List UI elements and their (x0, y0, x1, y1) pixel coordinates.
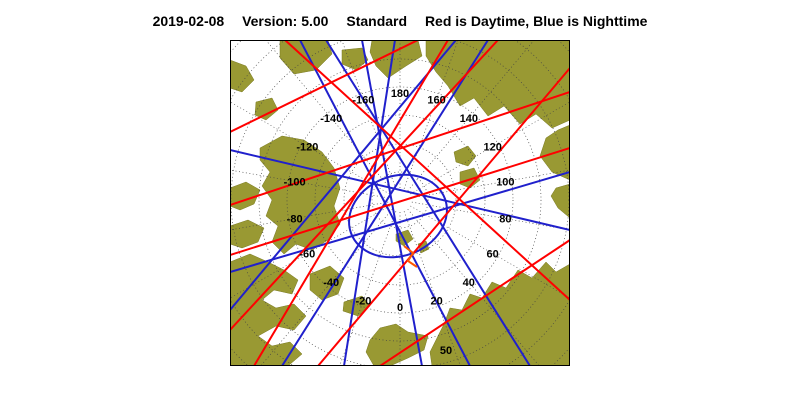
title-version: Version: 5.00 (242, 13, 329, 29)
night-track (325, 40, 531, 366)
plot-title: 2019-02-08 Version: 5.00 Standard Red is… (0, 13, 800, 29)
land-polygon (369, 40, 423, 79)
night-track (281, 40, 489, 366)
spacecraft-marker (403, 245, 418, 268)
longitude-line (403, 40, 459, 189)
longitude-label: -100 (284, 176, 306, 188)
night-track (230, 171, 570, 273)
night-track (230, 149, 570, 231)
land-polygon (230, 59, 255, 93)
land-polygon (254, 97, 279, 121)
day-track (230, 40, 499, 331)
map-border (230, 40, 570, 366)
day-track (379, 239, 570, 366)
longitude-label: -40 (323, 277, 339, 289)
latitude-circle (258, 58, 542, 342)
land-polygon (453, 145, 477, 167)
land-polygon (425, 40, 570, 129)
longitude-label: 120 (483, 142, 501, 154)
land-polygon (365, 323, 429, 366)
polar-map-svg: 180 -160 -140 -120 -100 -80 -60 -40 -20 0 20 40 60 80… (230, 40, 570, 366)
title-mode: Standard (346, 13, 408, 29)
map-layers (230, 40, 570, 366)
latitude-circle (314, 114, 486, 286)
day-track (230, 40, 419, 133)
land-polygon (429, 261, 570, 366)
land-polygon (230, 219, 265, 249)
longitude-label: 180 (391, 88, 409, 100)
day-track (230, 91, 570, 206)
day-track (230, 147, 570, 256)
longitude-line (410, 205, 570, 299)
longitude-line (341, 40, 397, 189)
longitude-line (411, 169, 570, 199)
longitude-label: -60 (299, 249, 315, 261)
longitude-label: -140 (320, 113, 342, 125)
day-track (317, 67, 570, 366)
longitude-line (230, 201, 389, 231)
land-polygon (259, 135, 341, 255)
longitude-label: 40 (463, 277, 475, 289)
longitude-label: -20 (355, 296, 371, 308)
longitude-line (230, 169, 389, 199)
longitude-label: 160 (427, 94, 445, 106)
longitude-label: -160 (352, 94, 374, 106)
night-track (230, 40, 457, 311)
latitude-circle (286, 86, 514, 314)
longitude-label: 80 (499, 214, 511, 226)
night-track (343, 40, 396, 366)
longitude-label: 20 (430, 296, 442, 308)
land-polygon (550, 183, 570, 219)
longitude-label: 140 (460, 113, 478, 125)
polar-map: 180 -160 -140 -120 -100 -80 -60 -40 -20 0 20 40 60 80… (230, 40, 570, 366)
longitude-label: 60 (487, 249, 499, 261)
land-polygon (309, 265, 345, 301)
longitude-label: -80 (287, 214, 303, 226)
longitude-label: -120 (296, 142, 318, 154)
title-date: 2019-02-08 (152, 13, 225, 29)
day-track (284, 40, 570, 301)
longitude-line (411, 201, 570, 231)
latitude-circle (371, 171, 429, 229)
longitude-label: 0 (397, 302, 403, 314)
land-polygon (341, 47, 369, 71)
longitude-label: 100 (496, 176, 514, 188)
land-polygon (230, 253, 307, 366)
latitude-label: 50 (440, 345, 452, 357)
day-track (253, 40, 449, 366)
title-legend: Red is Daytime, Blue is Nighttime (424, 13, 648, 29)
